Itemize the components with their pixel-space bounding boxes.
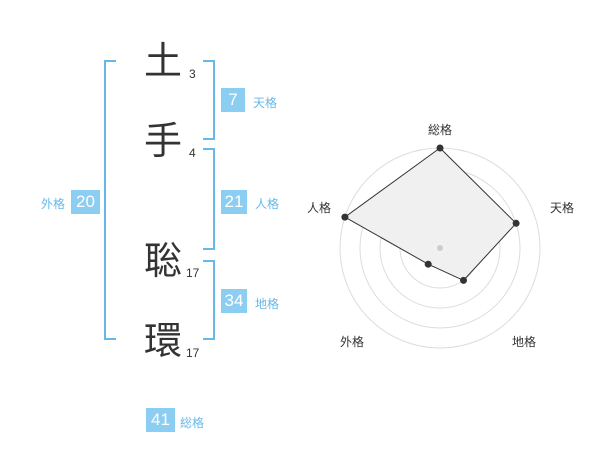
jinkaku-bracket	[203, 148, 215, 250]
gaikaku-value-badge: 20	[71, 190, 100, 214]
radar-point-4	[341, 213, 349, 221]
radar-axis-label-chikaku: 地格	[512, 334, 536, 349]
soukaku-label: 総格	[180, 416, 205, 430]
soukaku-value-badge: 41	[146, 408, 175, 432]
tenkaku-label: 天格	[253, 96, 278, 110]
name-char-2: 手	[144, 119, 183, 163]
radar-axis-label-tenkaku: 天格	[550, 200, 574, 215]
gaikaku-bracket	[104, 60, 116, 340]
name-char-1: 土	[144, 39, 183, 83]
radar-axis-label-jinkaku: 人格	[307, 200, 331, 215]
jinkaku-value-badge: 21	[221, 190, 247, 214]
stroke-count-4: 17	[186, 346, 200, 360]
tenkaku-value-badge: 7	[221, 88, 245, 112]
stroke-count-2: 4	[189, 146, 196, 160]
chikaku-label: 地格	[255, 297, 280, 311]
stroke-count-3: 17	[186, 266, 200, 280]
radar-area	[343, 147, 517, 282]
radar-point-2	[460, 276, 467, 284]
fortune-radar-chart: 総格 天格 地格 外格 人格	[307, 122, 574, 349]
chikaku-bracket	[203, 260, 215, 340]
chikaku-value-badge: 34	[221, 289, 247, 313]
radar-center-dot	[437, 245, 443, 251]
stroke-count-1: 3	[189, 67, 196, 81]
name-char-4: 環	[144, 319, 183, 363]
name-char-3: 聡	[144, 239, 183, 283]
radar-point-1	[512, 219, 520, 227]
radar-point-0	[436, 144, 444, 152]
radar-axis-label-gaikaku: 外格	[340, 334, 364, 349]
jinkaku-label: 人格	[255, 197, 280, 211]
tenkaku-bracket	[203, 60, 215, 140]
radar-points	[341, 144, 520, 284]
radar-point-3	[424, 260, 432, 268]
gaikaku-label: 外格	[41, 197, 66, 211]
radar-axis-label-soukaku: 総格	[428, 122, 452, 137]
